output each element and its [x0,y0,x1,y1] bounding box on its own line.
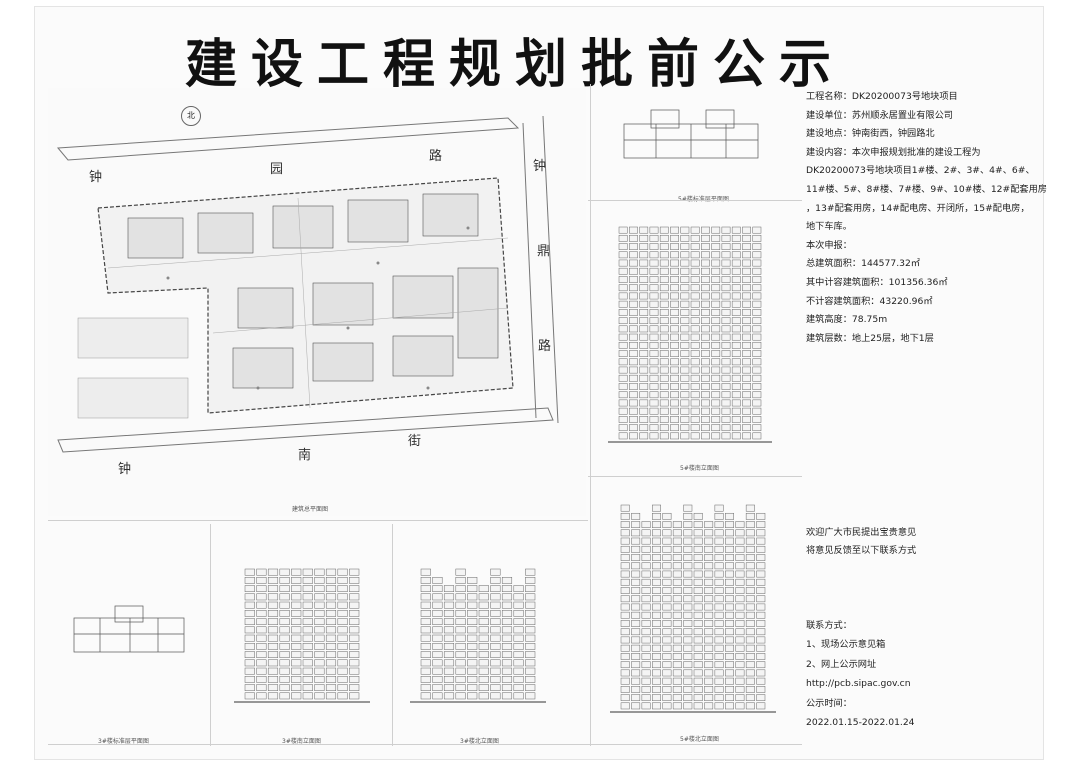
divider [48,744,802,745]
site-plan-caption: 建筑总平面图 [292,506,329,513]
feedback-line: 将意见反馈至以下联系方式 [806,545,917,556]
floor-plan-caption: 3#楼标准层平面图 [98,738,149,745]
info-line: 建筑层数：地上25层，地下1层 [806,332,934,344]
divider [392,524,393,746]
feedback-note: 欢迎广大市民提出宝贵意见 将意见反馈至以下联系方式 [806,524,1040,560]
elevation-drawing [232,556,372,712]
road-label: 钟 [89,170,103,185]
divider [48,520,588,521]
info-line: 建设单位：苏州顺永居置业有限公司 [806,109,953,121]
divider [588,200,802,201]
road-label: 南 [298,448,312,463]
elevation-caption: 5#楼北立面图 [680,736,719,743]
floor-plan-drawing [616,104,766,166]
road-label: 路 [429,149,443,164]
contact-item: 1、现场公示意见箱 [806,639,886,651]
feedback-line: 欢迎广大市民提出宝贵意见 [806,527,917,538]
page-title: 建设工程规划批前公示 [184,34,845,95]
divider [588,476,802,477]
info-line: 建筑高度：78.75m [806,314,888,326]
info-line: 总建筑面积：144577.32㎡ [806,258,920,270]
info-line: 建设内容：本次申报规划批准的建设工程为 [806,146,981,158]
elevation-drawing [408,556,548,712]
contact-url[interactable]: http://pcb.sipac.gov.cn [806,678,911,690]
road-label: 钟 [533,159,547,174]
info-line: 11#楼、5#、8#楼、7#楼、9#、10#楼、12#配套用房 [806,183,1047,195]
north-arrow-icon: 北 [181,106,201,126]
elevation-drawing [608,492,778,722]
contact-info: 联系方式： 1、现场公示意见箱 2、网上公示网址 http://pcb.sipa… [806,616,1040,732]
road-label: 鼎 [537,244,551,259]
elevation-drawing [606,214,774,452]
info-line: ，13#配套用房，14#配电房、开闭所，15#配电房， [806,202,1030,214]
notice-time-label: 公示时间： [806,697,852,709]
info-line: 本次申报： [806,239,852,251]
contact-item: 2、网上公示网址 [806,658,877,670]
info-line: 建设地点：钟南街西，钟园路北 [806,128,935,140]
floor-plan-caption: 5#楼标准层平面图 [678,194,729,203]
contact-heading: 联系方式： [806,620,852,631]
info-line: DK20200073号地块项目1#楼、2#、3#、4#、6#、 [806,165,1035,177]
info-line: 地下车库。 [806,221,852,233]
road-label: 路 [538,339,552,354]
info-line: 工程名称：DK20200073号地块项目 [806,91,958,102]
project-info: 工程名称：DK20200073号地块项目 建设单位：苏州顺永居置业有限公司 建设… [806,88,1047,348]
floor-plan-drawing [70,604,190,660]
elevation-caption: 5#楼南立面图 [680,465,719,472]
info-line: 不计容建筑面积：43220.96㎡ [806,295,933,307]
elevation-caption: 3#楼北立面图 [460,738,499,745]
road-label: 园 [270,162,284,177]
info-line: 其中计容建筑面积：101356.36㎡ [806,276,948,288]
site-plan-drawing [48,88,586,516]
divider [590,84,591,746]
road-label: 街 [408,434,422,449]
road-label: 钟 [118,462,132,477]
divider [210,524,211,746]
notice-time-value: 2022.01.15-2022.01.24 [806,717,915,729]
elevation-caption: 3#楼南立面图 [282,738,321,745]
